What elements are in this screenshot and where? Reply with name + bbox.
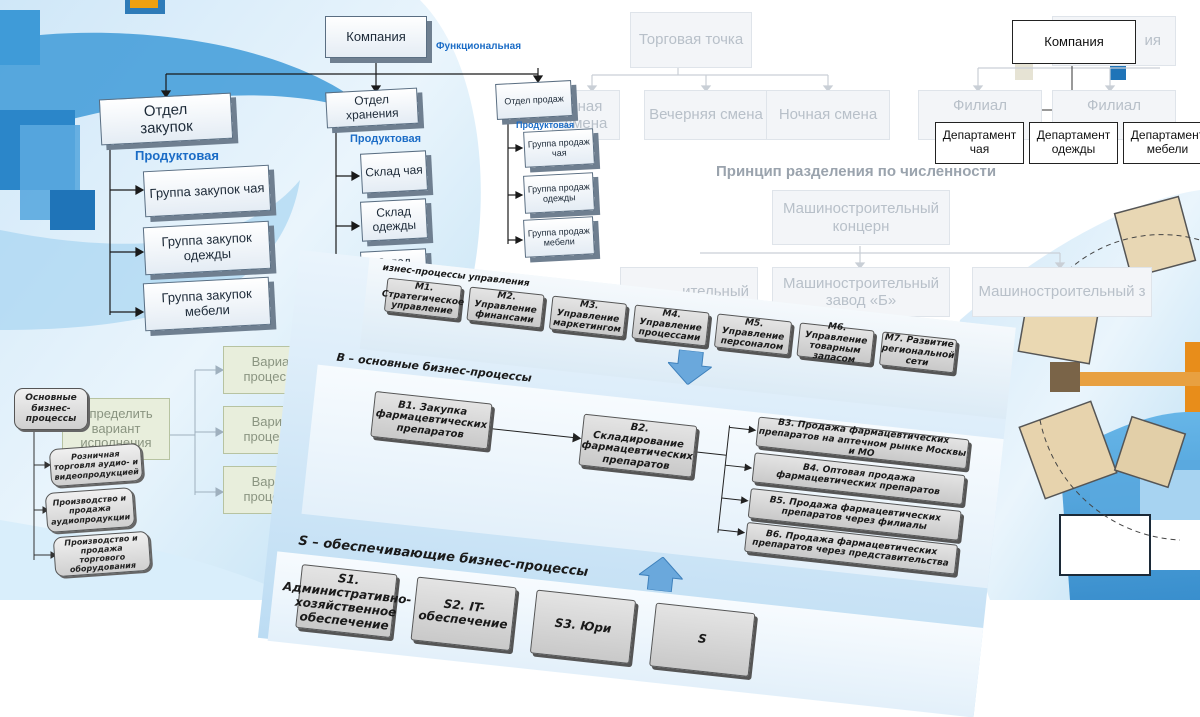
node-dept-clothes: Департамент одежды: [1029, 122, 1118, 164]
node-sales-tea: Группа продаж чая: [523, 128, 595, 168]
node-concern: Машиностроительный концерн: [772, 190, 950, 245]
node-company: Компания: [325, 16, 427, 58]
node-warehouse-tea: Склад чая: [359, 150, 429, 194]
process-map-panel: изнес-процессы управления М1. Стратегиче…: [257, 250, 1016, 717]
node-plant-c: Машиностроительный з: [972, 267, 1152, 317]
node-kind-audio: Производство и продажа аудиопродукции: [44, 486, 136, 534]
node-kind-equipment: Производство и продажа торгового оборудо…: [52, 530, 152, 578]
s1-box: S1. Административно-хозяйственное обеспе…: [282, 564, 412, 639]
label-product-3: Продуктовая: [516, 120, 575, 130]
variant-lines: [33, 365, 225, 560]
principle-heading: Принцип разделения по численности: [716, 163, 997, 180]
left-chart-lines: [109, 58, 544, 318]
node-dept-tea: Департамент чая: [935, 122, 1024, 164]
node-dept-sales: Отдел продаж: [495, 80, 573, 120]
b-flow-lines: [491, 425, 757, 536]
arrow-down-icon: [666, 349, 714, 386]
arrow-up-icon: [637, 556, 684, 593]
node-company-right: Компания: [1012, 20, 1136, 64]
node-trade-point: Торговая точка: [630, 12, 752, 68]
node-dept-furniture: Департамент мебели: [1123, 122, 1200, 164]
s2-box: S2. IT-обеспечение: [410, 576, 517, 652]
s4-box: S: [649, 602, 756, 677]
label-product-2: Продуктовая: [350, 133, 422, 145]
node-warehouse-clothes: Склад одежды: [359, 198, 429, 242]
s3-box: S3. Юри: [529, 589, 637, 664]
label-functional: Функциональная: [436, 41, 522, 52]
node-evening-shift: Вечерняя смена: [644, 90, 768, 140]
node-sales-furniture: Группа продаж мебели: [523, 216, 595, 258]
node-dept-storage: Отдел хранения: [325, 87, 419, 129]
label-product-1: Продуктовая: [135, 148, 219, 163]
node-sales-clothes: Группа продаж одежды: [523, 172, 595, 214]
node-core-processes: Основные бизнес-процессы: [14, 388, 88, 430]
node-kind-retail: Розничная торговля аудио- и видеопродукц…: [48, 442, 144, 488]
node-night-shift: Ночная смена: [766, 90, 890, 140]
